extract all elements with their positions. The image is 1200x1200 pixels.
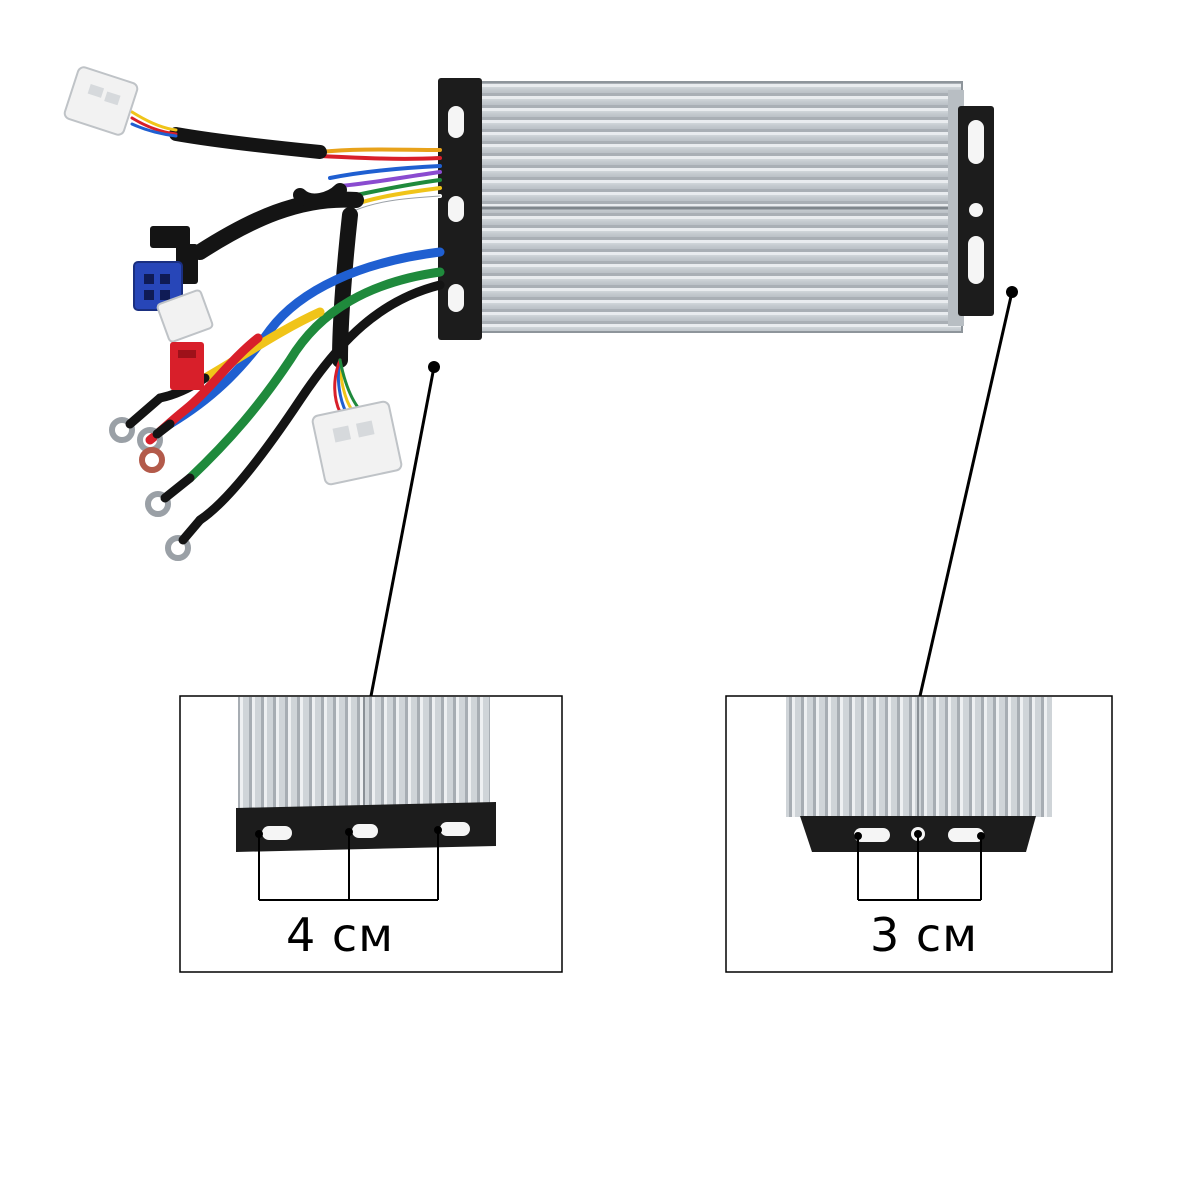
controller-housing <box>469 81 964 333</box>
blue-connector <box>133 261 183 311</box>
dimension-lines-left <box>255 826 442 901</box>
measurement-label-right: 3 см <box>870 908 978 962</box>
ring-terminals <box>109 393 205 561</box>
dimension-lines-right <box>854 830 985 901</box>
callout-left <box>369 361 440 697</box>
bottom-white-connector <box>311 400 403 486</box>
left-mounting-bracket <box>438 78 482 340</box>
wiring-harness <box>130 110 445 525</box>
right-mounting-bracket <box>958 106 994 316</box>
white-small-connector <box>156 289 214 343</box>
measurement-label-left: 4 см <box>286 908 394 962</box>
detail-box-left <box>179 695 563 973</box>
top-white-connector <box>63 66 139 136</box>
detail-box-right <box>725 695 1113 973</box>
callout-right <box>918 286 1018 697</box>
red-connector <box>170 342 204 390</box>
